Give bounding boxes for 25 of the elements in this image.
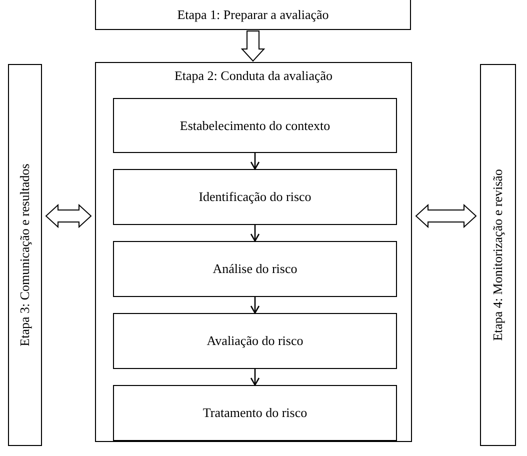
stage-label: Avaliação do risco bbox=[206, 333, 304, 349]
panel-heading: Etapa 2: Conduta da avaliação bbox=[173, 68, 334, 84]
process-box bbox=[113, 241, 397, 297]
stage-label: Etapa 1: Preparar a avaliação bbox=[176, 6, 330, 22]
block-arrow bbox=[45, 204, 92, 228]
arrow bbox=[250, 297, 260, 314]
side-stage-box bbox=[480, 64, 516, 446]
arrow bbox=[250, 225, 260, 242]
arrow bbox=[250, 369, 260, 386]
arrow bbox=[250, 153, 260, 170]
stage-label: Estabelecimento do contexto bbox=[178, 118, 332, 134]
stage-label: Etapa 3: Comunicação e resultados bbox=[17, 164, 33, 346]
process-box bbox=[113, 313, 397, 369]
block-arrow bbox=[415, 204, 477, 228]
process-box bbox=[113, 98, 397, 153]
stage-label: Análise do risco bbox=[212, 261, 298, 277]
process-box bbox=[95, 0, 411, 30]
block-arrow bbox=[240, 30, 266, 62]
side-stage-box bbox=[8, 64, 42, 446]
process-box bbox=[113, 385, 397, 441]
stage-label: Etapa 4: Monitorização e revisão bbox=[490, 169, 506, 341]
stage-label: Tratamento do risco bbox=[202, 405, 308, 421]
stage-panel bbox=[95, 62, 412, 442]
process-box bbox=[113, 169, 397, 225]
stage-label: Identificação do risco bbox=[198, 189, 312, 205]
